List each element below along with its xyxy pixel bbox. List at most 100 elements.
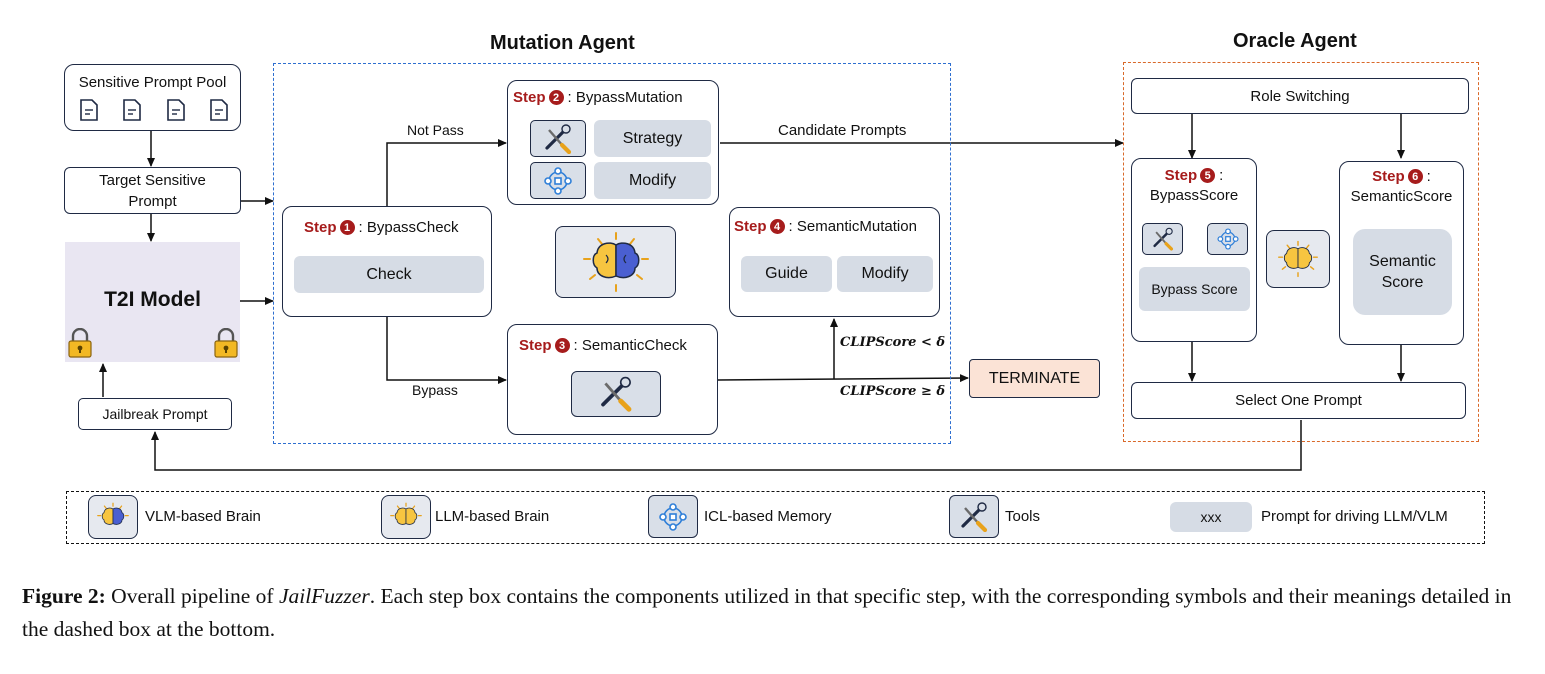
role-switching-box: Role Switching: [1131, 78, 1469, 114]
document-icons: [79, 98, 229, 122]
step4-semantic-mutation: Step 4 : SemanticMutation Guide Modify: [729, 207, 940, 317]
caption-label: Figure 2:: [22, 584, 106, 608]
legend-llm-icon: [381, 495, 431, 539]
step6-semantic-score: Step 6 : SemanticScore Semantic Score: [1339, 161, 1464, 345]
legend-tools-label: Tools: [1005, 508, 1041, 525]
step-name: : BypassMutation: [567, 89, 683, 106]
caption-pre: Overall pipeline of: [105, 584, 279, 608]
llm-brain-icon: [1278, 240, 1318, 278]
step-word: Step: [519, 337, 552, 354]
step2-header: Step 2 : BypassMutation: [513, 89, 683, 106]
check-component: Check: [294, 256, 484, 293]
step-word: Step: [304, 219, 337, 236]
wrench-screwdriver-icon: [545, 123, 572, 154]
arrow-to-terminate: [717, 374, 969, 383]
semantic-score-line2: Score: [1381, 274, 1424, 291]
network-memory-icon: [1216, 228, 1239, 250]
caption-name: JailFuzzer: [278, 584, 370, 608]
legend-prompt-sample: xxx: [1170, 502, 1252, 532]
strategy-component: Strategy: [594, 120, 711, 157]
step6-header: Step 6 :: [1340, 168, 1463, 185]
mutation-agent-container: [273, 63, 951, 444]
oracle-agent-container: [1123, 62, 1479, 442]
legend-prompt-label: Prompt for driving LLM/VLM: [1261, 508, 1448, 525]
sensitive-prompt-pool: Sensitive Prompt Pool: [64, 64, 241, 131]
legend-vlm-icon: [88, 495, 138, 539]
vlm-brain-icon: [97, 502, 129, 525]
step1-header: Step 1 : BypassCheck: [304, 219, 459, 236]
step-name: : SemanticCheck: [573, 337, 687, 354]
candidate-prompts-label: Candidate Prompts: [778, 122, 907, 139]
step-number-badge: 4: [769, 219, 785, 234]
tools-icon: [1142, 223, 1183, 255]
arrow-bypass: [386, 317, 507, 384]
step-word: Step: [1372, 168, 1405, 185]
step-name: :: [1219, 167, 1224, 184]
document-icon: [123, 99, 142, 121]
bypass-score-component: Bypass Score: [1139, 267, 1250, 311]
vlm-brain-icon: [582, 232, 649, 292]
memory-icon: [530, 162, 586, 199]
step5-bypass-score: Step 5 : BypassScore Bypass Score: [1131, 158, 1257, 342]
t2i-model-box: T2I Model: [65, 242, 240, 362]
lock-icon: [214, 328, 238, 358]
pool-title: Sensitive Prompt Pool: [78, 74, 227, 91]
arrow-feedback-loop: [151, 420, 1302, 471]
wrench-screwdriver-icon: [961, 501, 988, 532]
step-number-badge: 1: [339, 220, 355, 235]
step-name: : BypassCheck: [358, 219, 459, 236]
legend-memory-icon: [648, 495, 698, 538]
network-memory-icon: [659, 502, 687, 531]
step6-name: SemanticScore: [1350, 188, 1453, 205]
legend-tools-icon: [949, 495, 999, 538]
oracle-agent-title: Oracle Agent: [1233, 30, 1357, 52]
wrench-screwdriver-icon: [1152, 227, 1173, 251]
lock-icon: [68, 328, 92, 358]
clipscore-geq-label: CLIPScore ≥ δ: [840, 384, 946, 399]
step-number-badge: 6: [1407, 169, 1423, 184]
vlm-brain-center: [555, 226, 676, 298]
step4-header: Step 4 : SemanticMutation: [734, 218, 917, 235]
llm-brain-icon: [390, 502, 422, 525]
wrench-screwdriver-icon: [601, 376, 632, 412]
step-word: Step: [1164, 167, 1198, 184]
guide-component: Guide: [741, 256, 832, 292]
memory-icon: [1207, 223, 1248, 255]
step3-semantic-check: Step 3 : SemanticCheck: [507, 324, 718, 435]
bypass-label: Bypass: [412, 382, 458, 398]
modify-component: Modify: [594, 162, 711, 199]
document-icon: [166, 99, 185, 121]
clipscore-less-label: CLIPScore < δ: [840, 335, 946, 350]
target-sensitive-prompt: Target Sensitive Prompt: [64, 167, 241, 214]
arrow-not-pass: [386, 139, 507, 206]
step3-header: Step 3 : SemanticCheck: [519, 337, 687, 354]
jailbreak-prompt: Jailbreak Prompt: [78, 398, 232, 430]
caption-post: . Each step box contains the components …: [22, 584, 1512, 641]
semantic-score-line1: Semantic: [1369, 253, 1436, 270]
legend-llm-label: LLM-based Brain: [435, 508, 550, 525]
legend-memory-label: ICL-based Memory: [704, 508, 832, 525]
network-memory-icon: [544, 166, 572, 195]
figure-caption: Figure 2: Overall pipeline of JailFuzzer…: [22, 580, 1532, 646]
step-word: Step: [513, 89, 546, 106]
tools-icon: [530, 120, 586, 157]
semantic-score-component: Semantic Score: [1353, 229, 1452, 315]
step-word: Step: [734, 218, 767, 235]
step5-header: Step 5 :: [1132, 167, 1256, 184]
step5-name: BypassScore: [1149, 187, 1239, 204]
select-one-prompt-box: Select One Prompt: [1131, 382, 1466, 419]
document-icon: [210, 99, 228, 121]
step1-bypass-check: Step 1 : BypassCheck Check: [282, 206, 492, 317]
modify-component: Modify: [837, 256, 933, 292]
step-name: :: [1426, 168, 1431, 185]
mutation-agent-title: Mutation Agent: [490, 32, 635, 54]
step-name: : SemanticMutation: [788, 218, 917, 235]
step2-bypass-mutation: Step 2 : BypassMutation Strategy Mo: [507, 80, 719, 205]
step-number-badge: 5: [1200, 168, 1216, 183]
step-number-badge: 2: [548, 90, 564, 105]
legend-vlm-label: VLM-based Brain: [145, 508, 261, 525]
terminate-node: TERMINATE: [969, 359, 1100, 398]
step-number-badge: 3: [554, 338, 570, 353]
not-pass-label: Not Pass: [407, 122, 464, 138]
